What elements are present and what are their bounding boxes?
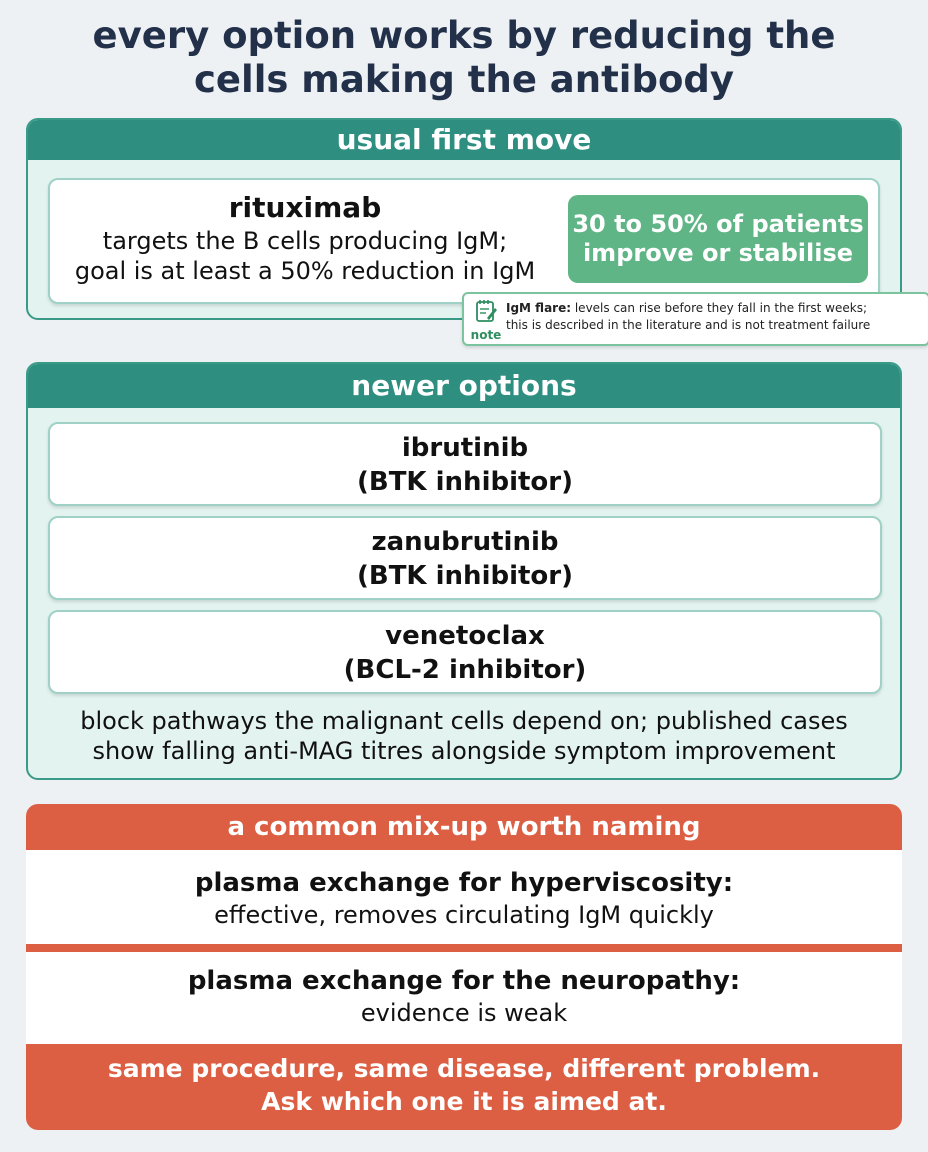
pe-hyperviscosity-row: plasma exchange for hyperviscosity: effe… [26,850,902,944]
note-line-1: levels can rise before they fall in the … [571,301,867,315]
response-rate-badge: 30 to 50% of patients improve or stabili… [568,195,868,283]
newer-options-footer: block pathways the malignant cells depen… [28,706,900,766]
note-icon-label: note [470,328,502,342]
newer-options-panel: newer options ibrutinib (BTK inhibitor) … [26,362,902,780]
pe-row-title: plasma exchange for the neuropathy: [187,966,741,996]
drug-name: venetoclax [385,621,545,651]
drug-class: (BTK inhibitor) [357,467,573,497]
rituximab-desc-line-1: targets the B cells producing IgM; [102,227,508,255]
drug-card-venetoclax: venetoclax (BCL-2 inhibitor) [48,610,882,694]
pe-row-desc: effective, removes circulating IgM quick… [214,901,714,929]
notepad-icon: note [470,298,502,342]
note-line-2: this is described in the literature and … [506,318,871,332]
pe-row-title: plasma exchange for hyperviscosity: [194,868,734,898]
footer-line-2: show falling anti-MAG titres alongside s… [92,737,836,765]
drug-name: zanubrutinib [371,527,559,557]
note-bold-label: IgM flare: [506,301,572,315]
badge-line-2: improve or stabilise [582,239,854,267]
rituximab-desc-line-2: goal is at least a 50% reduction in IgM [74,257,536,285]
drug-name: ibrutinib [401,433,529,463]
drug-class: (BTK inhibitor) [357,561,573,591]
igm-flare-note: note IgM flare: levels can rise before t… [462,292,928,346]
mixup-header: a common mix-up worth naming [227,812,701,842]
mixup-footer-line-2: Ask which one it is aimed at. [261,1087,667,1116]
note-text: IgM flare: levels can rise before they f… [506,300,926,334]
newer-options-header: newer options [28,364,900,408]
pe-neuropathy-row: plasma exchange for the neuropathy: evid… [26,952,902,1044]
mixup-panel: a common mix-up worth naming plasma exch… [26,804,902,1130]
rituximab-text: rituximab targets the B cells producing … [50,190,560,286]
footer-line-1: block pathways the malignant cells depen… [80,707,848,735]
drug-class: (BCL-2 inhibitor) [343,655,587,685]
rituximab-card: rituximab targets the B cells producing … [48,178,880,304]
mixup-footer: same procedure, same disease, different … [26,1052,902,1118]
first-move-panel: usual first move rituximab targets the B… [26,118,928,346]
title-line-2: cells making the antibody [193,58,734,101]
pe-row-desc: evidence is weak [360,999,568,1027]
mixup-footer-line-1: same procedure, same disease, different … [107,1054,821,1083]
title-line-1: every option works by reducing the [92,14,836,57]
drug-card-ibrutinib: ibrutinib (BTK inhibitor) [48,422,882,506]
badge-line-1: 30 to 50% of patients [572,210,864,238]
drug-card-zanubrutinib: zanubrutinib (BTK inhibitor) [48,516,882,600]
page-title: every option works by reducing the cells… [0,14,928,102]
rituximab-name: rituximab [228,191,382,224]
first-move-header: usual first move [28,120,900,160]
